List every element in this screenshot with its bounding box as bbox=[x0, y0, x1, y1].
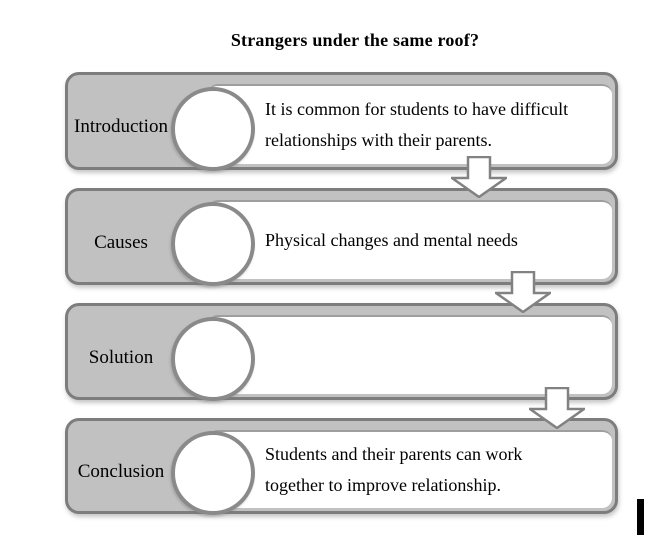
step-circle-icon bbox=[171, 87, 255, 171]
step-box-causes: Causes Physical changes and mental needs bbox=[65, 188, 618, 286]
step-content-panel bbox=[208, 200, 612, 279]
text-cursor bbox=[637, 499, 644, 535]
step-text-line: It is common for students to have diffic… bbox=[265, 99, 569, 119]
step-circle-icon bbox=[171, 431, 255, 515]
step-text-causes: Physical changes and mental needs bbox=[265, 191, 607, 282]
step-text-introduction: It is common for students to have diffic… bbox=[265, 75, 607, 167]
down-arrow-icon bbox=[495, 271, 551, 313]
step-text-line: Physical changes and mental needs bbox=[265, 230, 518, 250]
step-content-panel bbox=[208, 315, 612, 394]
step-box-introduction: Introduction It is common for students t… bbox=[65, 72, 618, 171]
down-arrow-icon bbox=[451, 156, 507, 198]
step-text-line: together to improve relationship. bbox=[265, 475, 501, 495]
diagram-title: Strangers under the same roof? bbox=[230, 30, 480, 50]
step-circle-icon bbox=[171, 202, 255, 286]
step-text-line: Students and their parents can work bbox=[265, 444, 523, 464]
step-label-causes: Causes bbox=[94, 231, 148, 253]
step-label-introduction: Introduction bbox=[74, 116, 168, 137]
step-box-conclusion: Conclusion Students and their parents ca… bbox=[65, 418, 618, 515]
step-box-solution: Solution bbox=[65, 303, 618, 401]
down-arrow-icon bbox=[529, 387, 585, 429]
step-text-line: relationships with their parents. bbox=[265, 130, 492, 150]
step-circle-icon bbox=[171, 317, 255, 401]
step-label-conclusion: Conclusion bbox=[77, 461, 165, 482]
step-content-panel bbox=[208, 430, 612, 508]
step-content-panel bbox=[208, 84, 612, 164]
step-text-conclusion: Students and their parents can work toge… bbox=[265, 421, 607, 511]
step-label-solution: Solution bbox=[88, 346, 154, 368]
